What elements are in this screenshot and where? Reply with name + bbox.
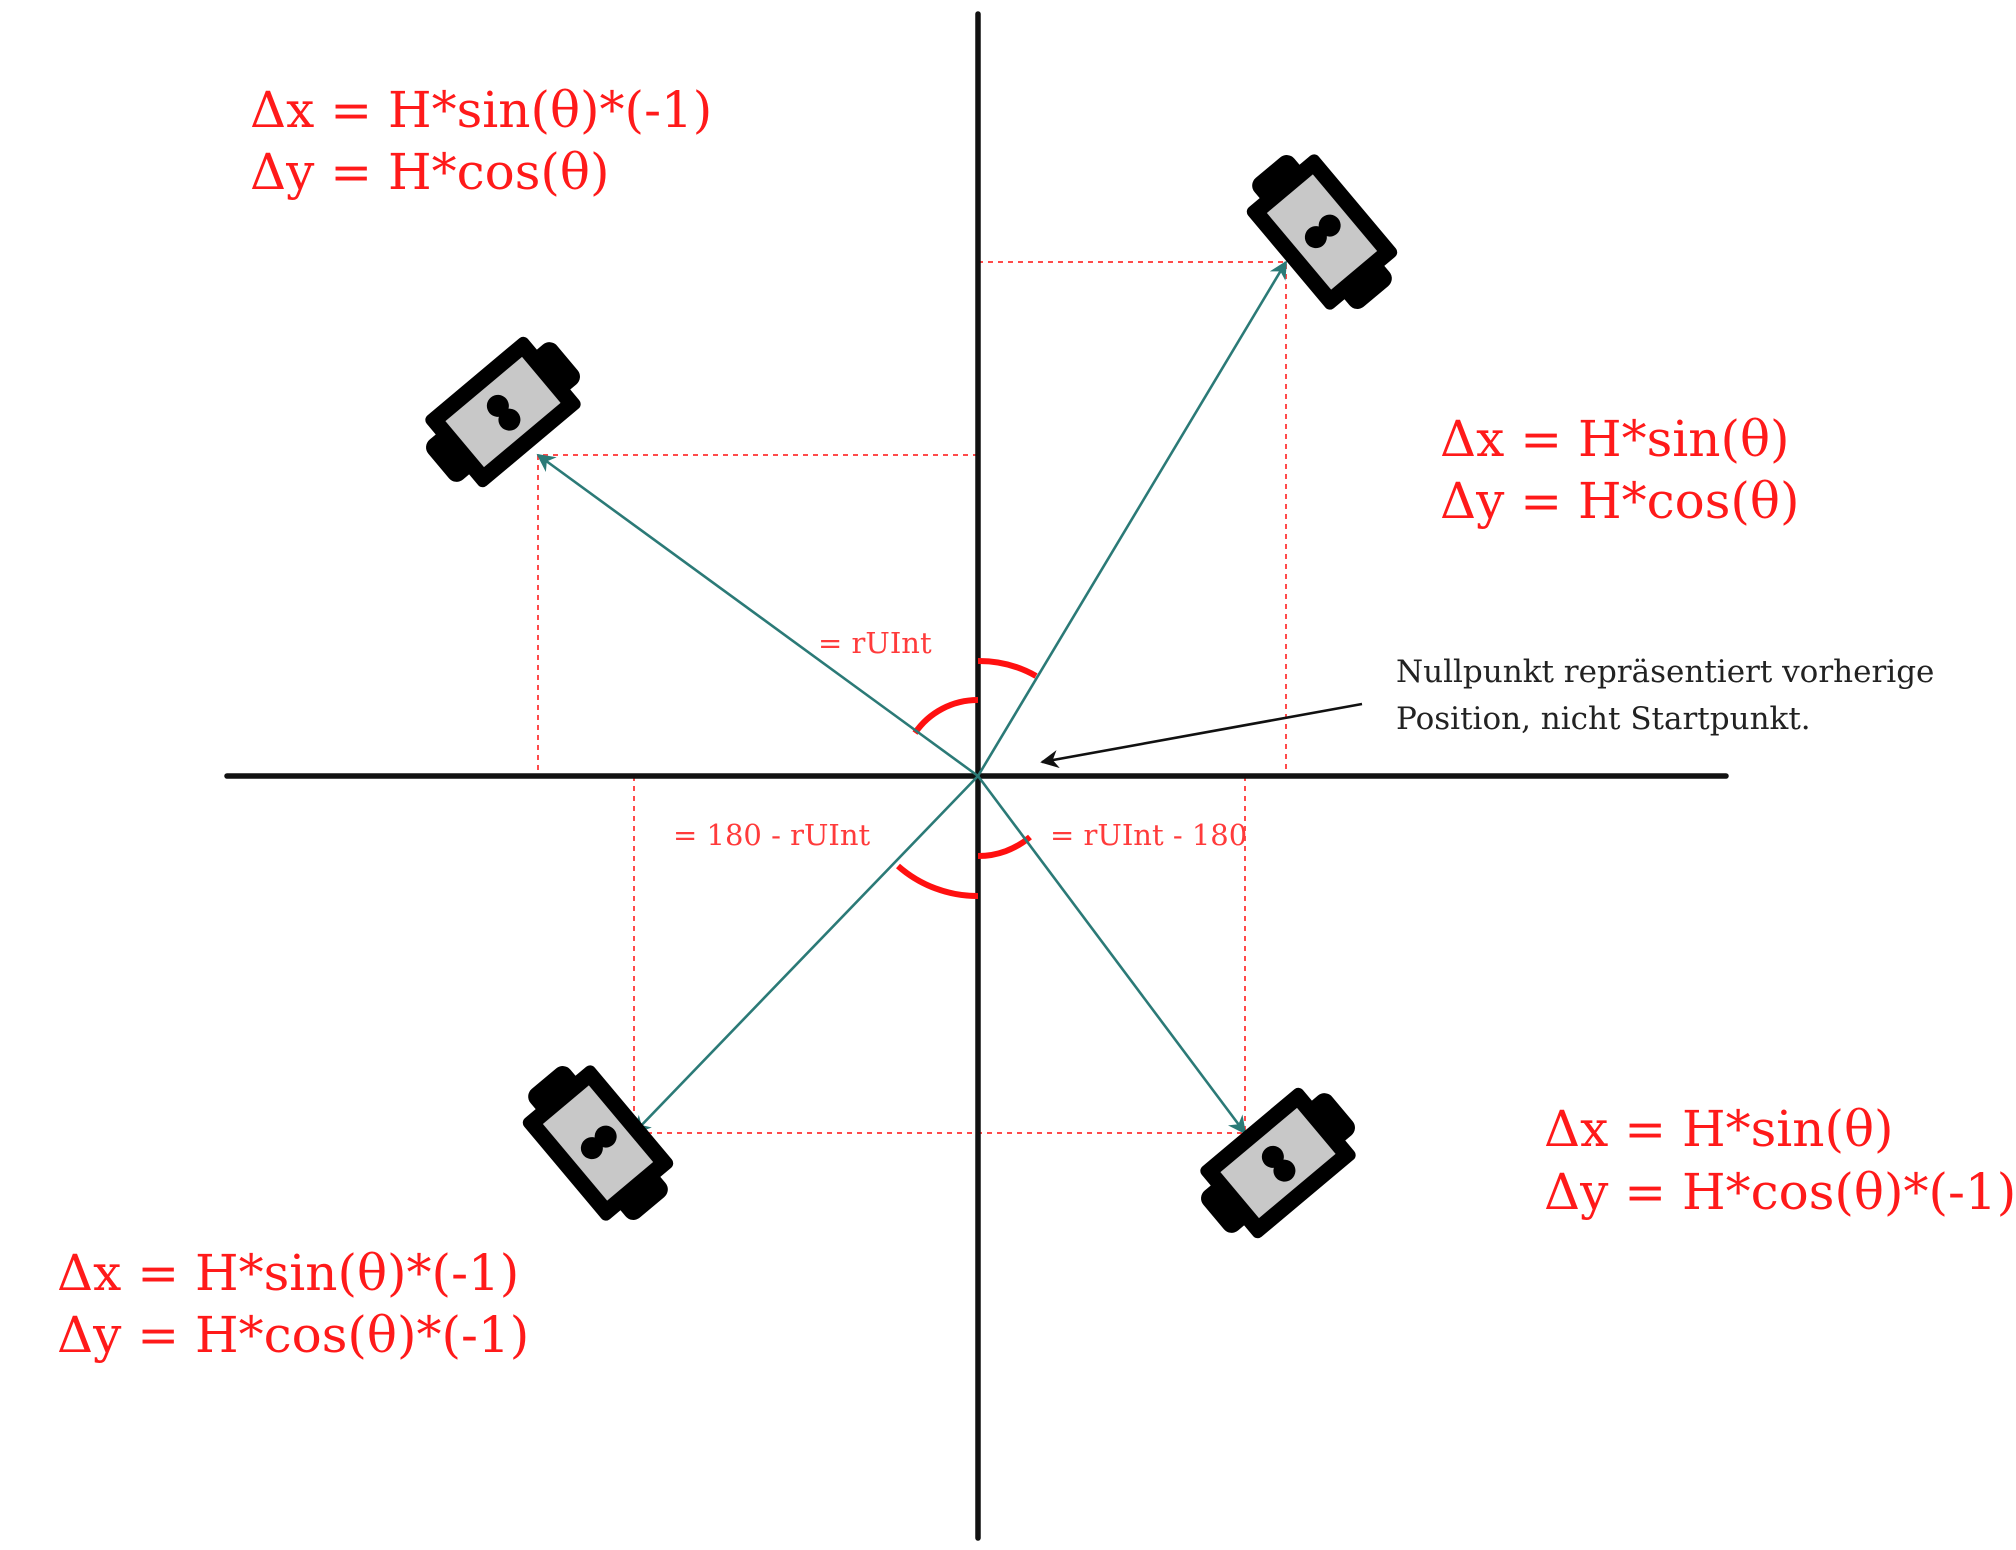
formula-dy: Δy = H*cos(θ)*(-1) xyxy=(57,1306,529,1364)
angle-label-upper: = rUInt xyxy=(818,626,932,660)
angle-label-lower-right: = rUInt - 180 xyxy=(1050,818,1247,852)
angle-arc-upper-left xyxy=(912,696,979,735)
formula-dx: Δx = H*sin(θ) xyxy=(1440,410,1790,468)
robot-car-icon xyxy=(409,322,597,502)
note-line: Position, nicht Startpunkt. xyxy=(1396,701,1811,737)
robot-car-icon xyxy=(1184,1073,1372,1253)
displacement-vectors xyxy=(536,260,1288,1135)
formula-top-left: Δx = H*sin(θ)*(-1) Δy = H*cos(θ) xyxy=(250,81,712,201)
robot-car-icon xyxy=(508,1049,688,1237)
projection-guides xyxy=(537,261,1287,1134)
origin-note: Nullpunkt repräsentiert vorherige Positi… xyxy=(1396,654,1934,737)
formula-dx: Δx = H*sin(θ)*(-1) xyxy=(250,81,712,139)
note-line: Nullpunkt repräsentiert vorherige xyxy=(1396,654,1934,690)
vector-bottom-left xyxy=(632,775,979,1135)
vector-top-right xyxy=(976,260,1288,777)
formula-dx: Δx = H*sin(θ) xyxy=(1544,1100,1894,1158)
angle-arc-lower-left xyxy=(896,863,979,900)
note-pointer-arrow xyxy=(1040,702,1363,769)
formula-dy: Δy = H*cos(θ)*(-1) xyxy=(1544,1163,2016,1221)
vector-top-left xyxy=(536,453,979,778)
formula-top-right: Δx = H*sin(θ) Δy = H*cos(θ) xyxy=(1440,410,1800,530)
angle-arc-upper-right xyxy=(977,657,1038,679)
guide-bottom-right xyxy=(978,776,1246,1134)
vector-bottom-right xyxy=(976,775,1247,1135)
formula-dx: Δx = H*sin(θ)*(-1) xyxy=(57,1244,519,1302)
formula-dy: Δy = H*cos(θ) xyxy=(1440,472,1800,530)
guide-top-right xyxy=(978,261,1287,776)
angle-arc-lower-right xyxy=(977,834,1032,860)
angle-label-lower-left: = 180 - rUInt xyxy=(673,818,871,852)
formula-bottom-left: Δx = H*sin(θ)*(-1) Δy = H*cos(θ)*(-1) xyxy=(57,1244,529,1364)
formula-dy: Δy = H*cos(θ) xyxy=(250,143,610,201)
robot-car-icon xyxy=(1232,138,1412,326)
formula-bottom-right: Δx = H*sin(θ) Δy = H*cos(θ)*(-1) xyxy=(1544,1100,2016,1221)
